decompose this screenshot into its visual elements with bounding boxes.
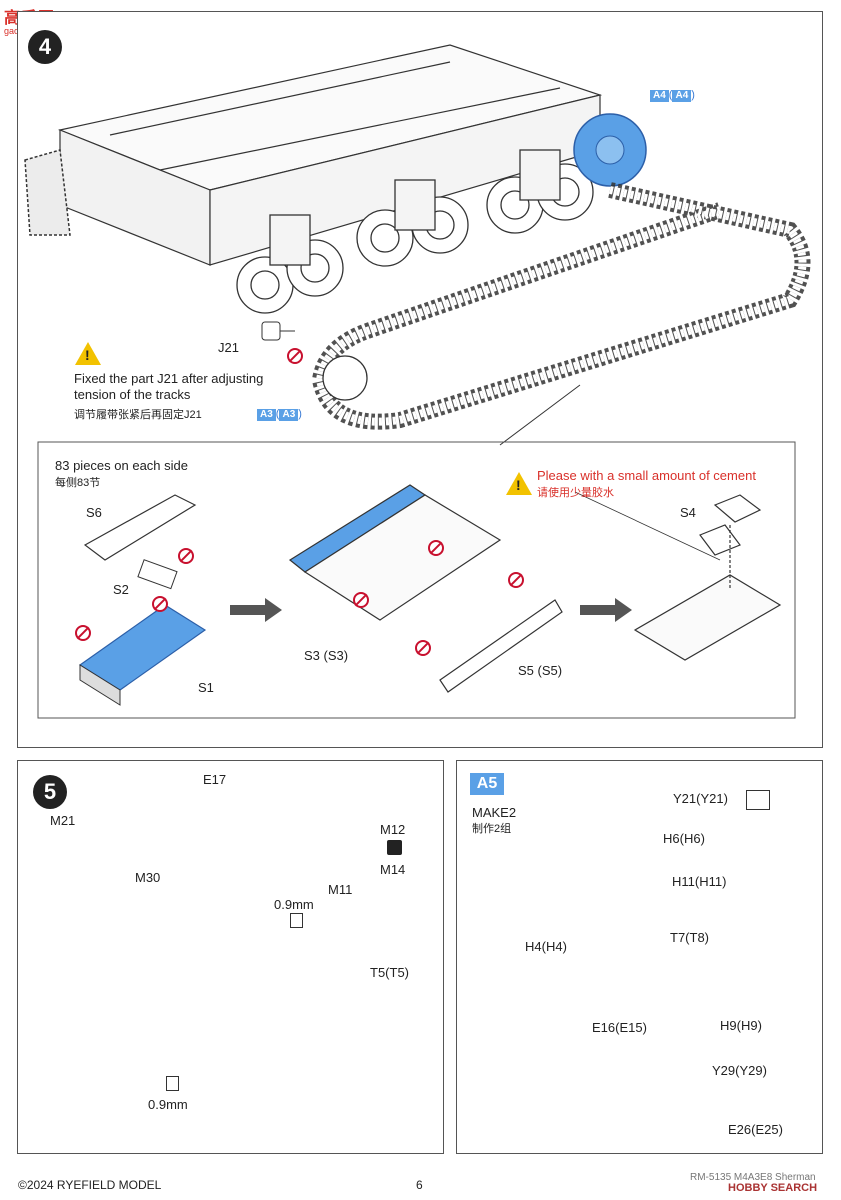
part-y21-label: Y21(Y21) <box>673 791 728 806</box>
warning-icon: ! <box>75 342 101 365</box>
part-h6-label: H6(H6) <box>663 831 705 846</box>
part-t7-label: T7(T8) <box>670 930 709 945</box>
part-m12-label: M12 <box>380 822 406 837</box>
part-j21-label: J21 <box>218 340 239 355</box>
m12-glue-icon <box>387 840 402 855</box>
step5-number: 5 <box>33 775 67 809</box>
no-glue-icon-mid-2 <box>508 572 524 588</box>
part-h4-label: H4(H4) <box>525 939 567 954</box>
part-y29-label: Y29(Y29) <box>712 1063 767 1078</box>
process-arrow-2 <box>580 598 632 622</box>
part-m11-label: M11 <box>328 882 353 897</box>
process-arrow-1 <box>230 598 282 622</box>
track-count-zh: 每侧83节 <box>55 477 101 489</box>
part-h9-label: H9(H9) <box>720 1018 762 1033</box>
part-s6-label: S6 <box>86 505 102 520</box>
footer-watermark: HOBBY SEARCH <box>728 1182 818 1194</box>
j21-note-zh: 调节履带张紧后再固定J21 <box>74 409 202 421</box>
part-e17-label: E17 <box>203 772 227 787</box>
road-wheels <box>236 149 594 314</box>
a5-badge: A5 <box>470 773 504 795</box>
product-code: RM-5135 M4A3E8 Sherman <box>690 1172 816 1183</box>
part-s1-drawing <box>78 604 207 706</box>
sprocket-highlight <box>573 113 647 187</box>
step4-number: 4 <box>28 30 62 64</box>
bend-icon <box>746 790 770 810</box>
part-s2-drawing <box>137 559 178 590</box>
drill-size-2: 0.9mm <box>148 1097 188 1112</box>
sprocket-tag: A4(A4) <box>650 89 695 102</box>
drill-icon-2 <box>166 1076 179 1091</box>
idler-wheel <box>322 355 368 401</box>
cement-warning-icon: ! <box>506 472 532 495</box>
no-glue-icon-mid-3 <box>353 592 369 608</box>
right-assembly-drawing <box>633 494 782 661</box>
rear-track <box>24 149 71 236</box>
track-count-en: 83 pieces on each side <box>55 458 188 473</box>
a5-panel <box>456 760 823 1154</box>
part-e16-label: E16(E15) <box>592 1020 647 1035</box>
no-glue-icon <box>287 348 303 364</box>
part-e26-label: E26(E25) <box>728 1122 783 1137</box>
drill-icon-1 <box>290 913 303 928</box>
no-glue-icon-mid-4 <box>415 640 431 656</box>
no-glue-icon-mid-1 <box>428 540 444 556</box>
part-h11-label: H11(H11) <box>672 874 727 889</box>
make-count-en: MAKE2 <box>472 805 517 820</box>
part-s3-label: S3 (S3) <box>304 648 349 663</box>
make-count-zh: 制作2组 <box>472 823 512 835</box>
part-s2-label: S2 <box>113 582 129 597</box>
part-s4-label: S4 <box>680 505 696 520</box>
part-s6-drawing <box>83 494 197 561</box>
part-m21-label: M21 <box>50 813 76 828</box>
part-m14-label: M14 <box>380 862 406 877</box>
part-j21-drawing <box>261 321 295 341</box>
idler-tag: A3(A3) <box>257 408 302 421</box>
part-s5-label: S5 (S5) <box>518 663 563 678</box>
copyright: ©2024 RYEFIELD MODEL <box>18 1178 162 1192</box>
no-glue-icon-s6-left <box>75 625 91 641</box>
cement-note-en: Please with a small amount of cement <box>537 468 756 483</box>
no-glue-icon-s6-right <box>178 548 194 564</box>
step5-panel <box>17 760 444 1154</box>
part-t5-label: T5(T5) <box>370 965 409 980</box>
middle-assembly-drawing <box>288 484 563 693</box>
part-s1-label: S1 <box>198 680 214 695</box>
page-number: 6 <box>416 1178 423 1192</box>
no-glue-icon-s2 <box>152 596 168 612</box>
cement-note-zh: 请使用少量胶水 <box>537 487 614 499</box>
part-m30-label: M30 <box>135 870 161 885</box>
drill-size-1: 0.9mm <box>274 897 314 912</box>
j21-note-en: Fixed the part J21 after adjusting tensi… <box>74 371 264 402</box>
